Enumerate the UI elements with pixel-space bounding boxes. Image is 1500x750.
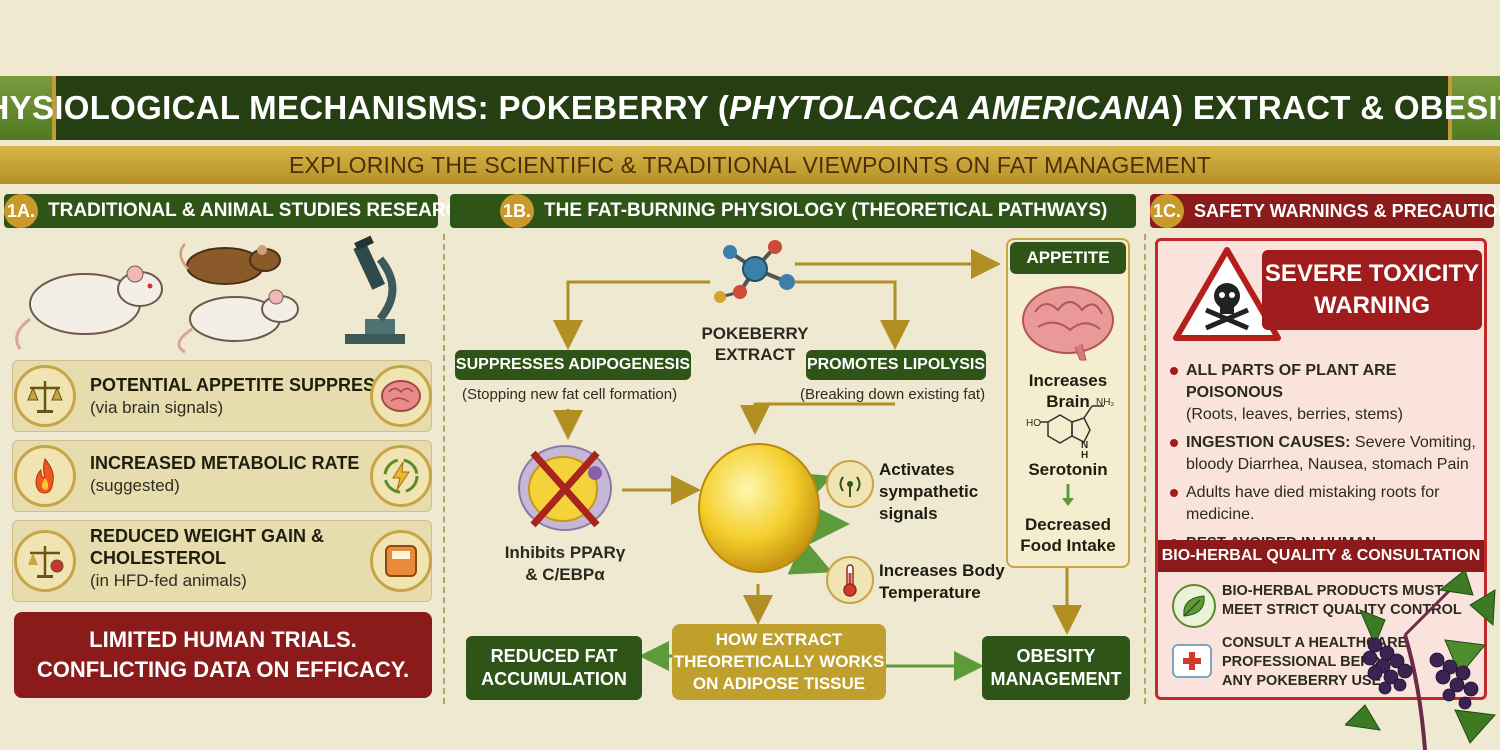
- page-title: PHYSIOLOGICAL MECHANISMS: POKEBERRY (PHY…: [0, 89, 1500, 126]
- reduced-fat-accumulation-box: Reduced Fat Accumulation: [466, 636, 642, 700]
- leaf-icon: [1172, 584, 1216, 628]
- pokeberry-plant-illustration: [1345, 569, 1497, 750]
- limited-trials-line-1: LIMITED HUMAN TRIALS.: [89, 627, 357, 652]
- h-label: H: [1081, 450, 1089, 461]
- how-extract-works-box: HOW EXTRACT THEORETICALLY WORKS ON ADIPO…: [672, 624, 886, 700]
- increases-brain-label: Increases Brain: [1028, 371, 1108, 411]
- microscope-icon: [345, 235, 405, 344]
- quality-control-text: BIO-HERBAL PRODUCTS MUST MEET STRICT QUA…: [1222, 583, 1462, 618]
- thermometer-icon: [826, 556, 874, 604]
- scales-icon: [14, 365, 76, 427]
- section-1c-title: SAFETY WARNINGS & PRECAUTIONS: [1194, 200, 1500, 221]
- section-1a-number: 1A.: [4, 194, 38, 228]
- serotonin-label: Serotonin: [1028, 460, 1108, 479]
- item-weight-title-1: REDUCED WEIGHT GAIN &: [90, 526, 324, 546]
- inhibits-label: Inhibits PPARγ & C/EBPα: [504, 543, 626, 584]
- limited-trials-line-2: CONFLICTING DATA ON EFFICACY.: [36, 657, 410, 682]
- flame-icon: [14, 445, 76, 507]
- promotes-lipolysis-tag: PROMOTES LIPOLYSIS: [806, 350, 986, 380]
- weighing-scale-icon: [370, 530, 432, 592]
- bullet-deaths: Adults have died mistaking roots for med…: [1170, 482, 1480, 526]
- item-appetite-title: POTENTIAL APPETITE SUPPRESSION: [90, 375, 420, 395]
- white-mouse-icon: [177, 289, 299, 354]
- warning-bullets: ALL PARTS OF PLANT ARE POISONOUS(Roots, …: [1170, 360, 1480, 576]
- brown-rat-icon: [179, 243, 281, 285]
- lab-animals-illustration: [15, 235, 405, 354]
- section-1b-number: 1B.: [500, 194, 534, 228]
- suppresses-adipogenesis-tag: SUPPRESSES ADIPOGENESIS: [455, 350, 691, 380]
- blocked-fat-cell-icon: [518, 445, 612, 531]
- nh2-label: NH₂: [1096, 397, 1115, 408]
- activates-sympathetic-label: Activates sympathetic signals: [879, 460, 979, 523]
- toxicity-warning-icon: [1173, 247, 1281, 341]
- obesity-management-box: OBESITY MANAGEMENT: [982, 636, 1130, 700]
- molecule-icon: [714, 240, 795, 303]
- signal-icon: [826, 460, 874, 508]
- page-subtitle: EXPLORING THE SCIENTIFIC & TRADITIONAL V…: [288, 151, 1212, 178]
- section-1a-header: 1A. TRADITIONAL & ANIMAL STUDIES RESEARC…: [4, 194, 473, 228]
- down-arrow-icon: [1062, 484, 1074, 506]
- divider-2: [1144, 234, 1146, 704]
- subtitle-banner: EXPLORING THE SCIENTIFIC & TRADITIONAL V…: [0, 146, 1500, 184]
- energy-bolt-icon: [370, 445, 432, 507]
- item-appetite-sub: (via brain signals): [90, 398, 224, 417]
- quality-consultation-header: BIO-HERBAL QUALITY & CONSULTATION: [1158, 540, 1484, 572]
- consult-healthcare-text: CONSULT A HEALTHCARE PROFESSIONAL BEFORE…: [1222, 635, 1408, 689]
- section-1b-header: 1B. THE FAT-BURNING PHYSIOLOGY (THEORETI…: [450, 194, 1136, 228]
- item-metabolic-title: INCREASED METABOLIC RATE: [90, 453, 360, 473]
- section-1c-header: 1C. SAFETY WARNINGS & PRECAUTIONS: [1150, 194, 1500, 228]
- section-1b-title: THE FAT-BURNING PHYSIOLOGY (THEORETICAL …: [544, 200, 1108, 221]
- serotonin-molecule-icon: [1040, 405, 1104, 444]
- item-metabolic-sub: (suggested): [90, 476, 180, 495]
- fat-globule-icon: [698, 443, 820, 573]
- ho-label: HO: [1026, 418, 1041, 429]
- lipolysis-sub: (Breaking down existing fat): [800, 386, 986, 403]
- bullet-poisonous: ALL PARTS OF PLANT ARE POISONOUS(Roots, …: [1170, 360, 1480, 426]
- decreased-food-intake-label: Decreased Food Intake: [1020, 515, 1116, 555]
- brain-illustration: [1022, 286, 1114, 361]
- item-weight-sub: (in HFD-fed animals): [90, 571, 247, 590]
- scales-cholesterol-icon: [14, 530, 76, 592]
- metabolic-rate-card: [12, 440, 432, 512]
- white-rat-icon: [15, 265, 163, 350]
- adipogenesis-sub: (Stopping new fat cell formation): [462, 386, 678, 403]
- appetite-suppression-card: [12, 360, 432, 432]
- pokeberry-extract-label: POKEBERRY EXTRACT: [701, 324, 809, 364]
- appetite-header: APPETITE: [1010, 242, 1126, 274]
- bullet-ingestion: INGESTION CAUSES: Severe Vomiting, blood…: [1170, 432, 1480, 476]
- increases-temperature-label: Increases Body Temperature: [879, 561, 1005, 602]
- divider-1: [443, 234, 445, 704]
- limited-trials-warning: LIMITED HUMAN TRIALS. CONFLICTING DATA O…: [14, 612, 432, 698]
- section-1a-title: TRADITIONAL & ANIMAL STUDIES RESEARCH: [48, 200, 474, 221]
- medical-kit-icon: [1172, 644, 1212, 678]
- item-weight-title-2: CHOLESTEROL: [90, 548, 227, 568]
- n-label: N: [1081, 440, 1089, 451]
- brain-icon: [370, 365, 432, 427]
- section-1c-number: 1C.: [1150, 194, 1184, 228]
- title-banner: PHYSIOLOGICAL MECHANISMS: POKEBERRY (PHY…: [0, 76, 1500, 140]
- severe-toxicity-box: SEVERE TOXICITY WARNING: [1262, 250, 1482, 330]
- weight-gain-card: [12, 520, 432, 602]
